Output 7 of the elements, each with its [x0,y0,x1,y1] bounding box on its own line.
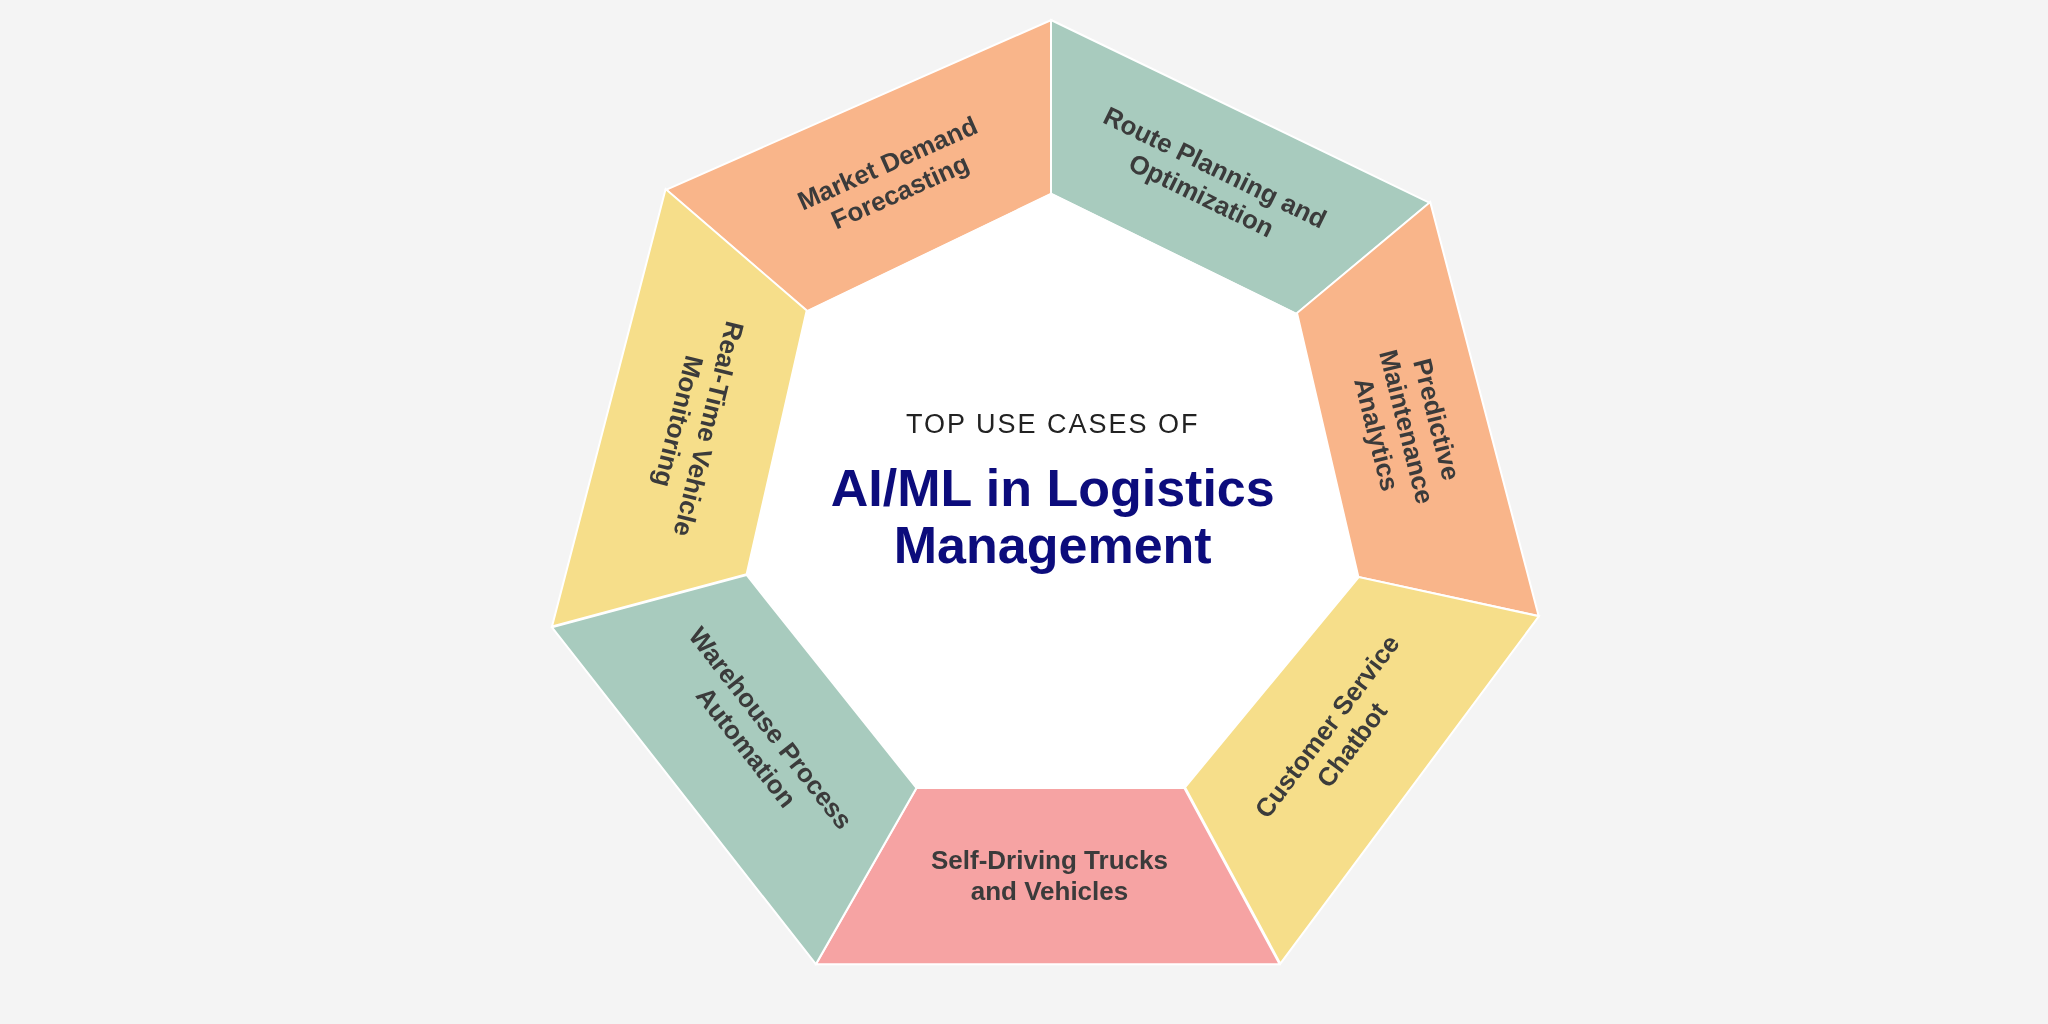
subtitle: TOP USE CASES OF [904,409,1201,441]
ring-segment [1184,577,1539,964]
title: AI/ML in Logistics Management [829,459,1276,575]
ring-segment [552,574,917,964]
segment-label: Self-Driving Trucks and Vehicles [929,844,1169,907]
ring-segment [1051,19,1431,314]
ring-segment [666,19,1052,311]
